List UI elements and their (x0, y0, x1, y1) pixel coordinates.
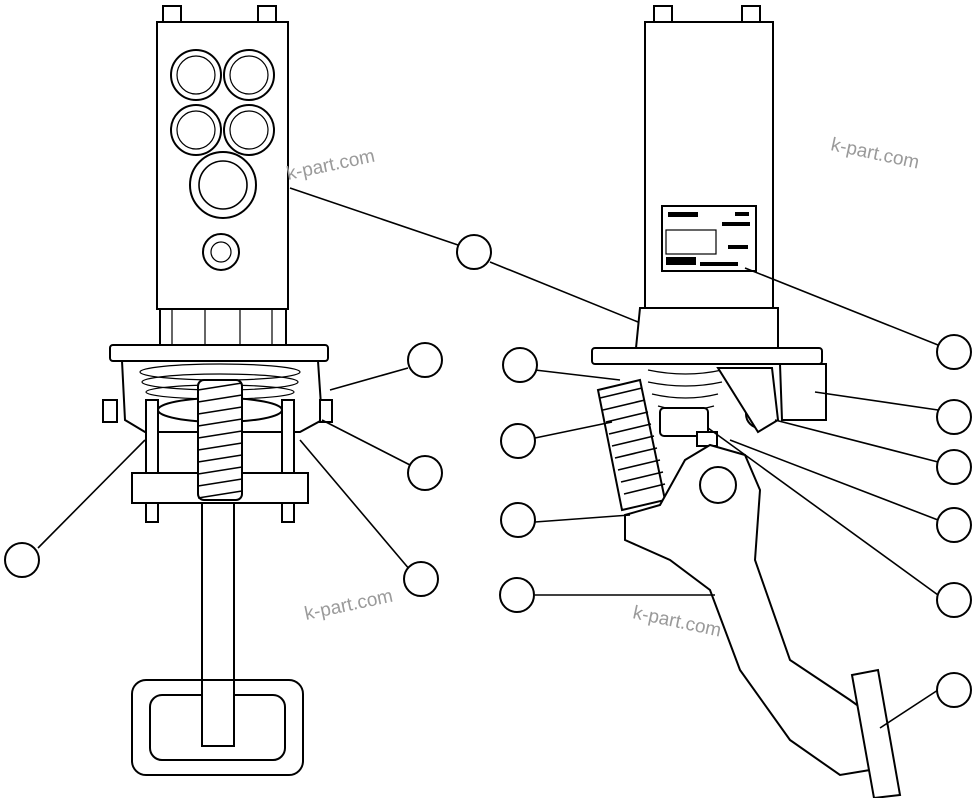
spring-side (596, 378, 667, 512)
watermark-text: k-part.com (631, 602, 723, 641)
watermark-text: k-part.com (285, 146, 377, 185)
callout-circle (407, 455, 443, 491)
callout-circle (499, 577, 535, 613)
callout-circle (936, 449, 972, 485)
callout-circle (407, 342, 443, 378)
callout-circle (936, 507, 972, 543)
callout-circles (4, 234, 972, 708)
watermark-text: k-part.com (829, 134, 921, 173)
callout-circle (456, 234, 492, 270)
callout-circle (4, 542, 40, 578)
callout-circle (403, 561, 439, 597)
callout-circle (500, 423, 536, 459)
front-view-pedal-valve (102, 5, 333, 776)
label-plate (661, 205, 757, 272)
watermark-text: k-part.com (303, 586, 395, 625)
callout-circle (500, 502, 536, 538)
spring-front (197, 379, 243, 501)
callout-circle (936, 582, 972, 618)
callout-circle (936, 672, 972, 708)
callout-circle (936, 399, 972, 435)
callout-circle (936, 334, 972, 370)
side-view-pedal-valve (591, 5, 902, 798)
leader-lines (37, 187, 939, 729)
callout-circle (502, 347, 538, 383)
